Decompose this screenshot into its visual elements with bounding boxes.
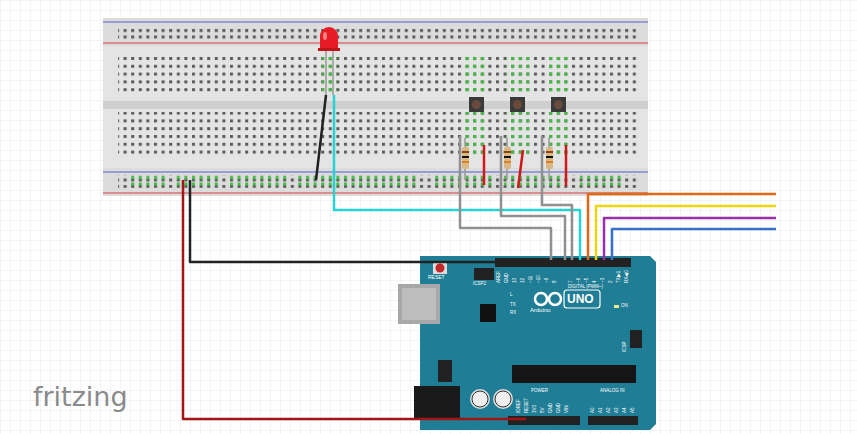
pin-name: ~11 bbox=[529, 276, 534, 283]
pin-name: ~9 bbox=[545, 278, 550, 283]
pin-name: 12 bbox=[521, 278, 526, 283]
wires bbox=[183, 95, 776, 419]
led bbox=[318, 27, 340, 95]
pin-name: AREF bbox=[497, 271, 502, 283]
pin-name: RX◀0 bbox=[625, 270, 630, 283]
watermark: fritzing bbox=[33, 383, 128, 410]
pin-name: A5 bbox=[631, 407, 636, 413]
led-label: L bbox=[510, 293, 513, 298]
pin-name: A4 bbox=[623, 407, 628, 413]
pin-name: 2 bbox=[609, 280, 614, 283]
button-label: RESET bbox=[428, 275, 445, 280]
pin-name: IOREF bbox=[517, 399, 522, 413]
pin-name: ~10 bbox=[537, 275, 542, 283]
breadboard bbox=[103, 18, 648, 196]
pin-name: 7 bbox=[569, 280, 574, 283]
model-name: UNO bbox=[567, 293, 594, 305]
pin-name: ~5 bbox=[585, 278, 590, 283]
led-label: ON bbox=[621, 304, 628, 309]
header-label: ICSP bbox=[623, 341, 628, 352]
header-label: POWER bbox=[531, 389, 548, 394]
pin-name: VIN bbox=[565, 405, 570, 413]
pin-name: TX▶1 bbox=[617, 271, 622, 283]
pin-name: 8 bbox=[553, 280, 558, 283]
arduino-board bbox=[398, 256, 656, 430]
pin-name: A3 bbox=[615, 407, 620, 413]
pin-name: 13 bbox=[513, 278, 518, 283]
pin-name: A0 bbox=[591, 407, 596, 413]
header-label: ANALOG IN bbox=[600, 389, 625, 394]
pin-name: A2 bbox=[607, 407, 612, 413]
pin-name: GND bbox=[505, 273, 510, 283]
led-label: RX bbox=[510, 311, 516, 316]
pin-name: GND bbox=[549, 403, 554, 413]
resistors bbox=[462, 138, 553, 180]
pin-name: ~3 bbox=[601, 278, 606, 283]
header-label: ICSP2 bbox=[473, 282, 486, 287]
pin-name: A1 bbox=[599, 407, 604, 413]
led-label: TX bbox=[510, 303, 516, 308]
header-label: DIGITAL (PWM~) bbox=[568, 285, 603, 290]
pin-name: GND bbox=[557, 403, 562, 413]
pin-name: RESET bbox=[525, 398, 530, 413]
pushbuttons bbox=[469, 97, 566, 112]
pin-name: 4 bbox=[593, 280, 598, 283]
pin-name: 5V bbox=[541, 407, 546, 413]
pin-name: ~6 bbox=[577, 278, 582, 283]
brand-logo: Arduino bbox=[530, 307, 551, 313]
pin-name: 3V3 bbox=[533, 405, 538, 413]
